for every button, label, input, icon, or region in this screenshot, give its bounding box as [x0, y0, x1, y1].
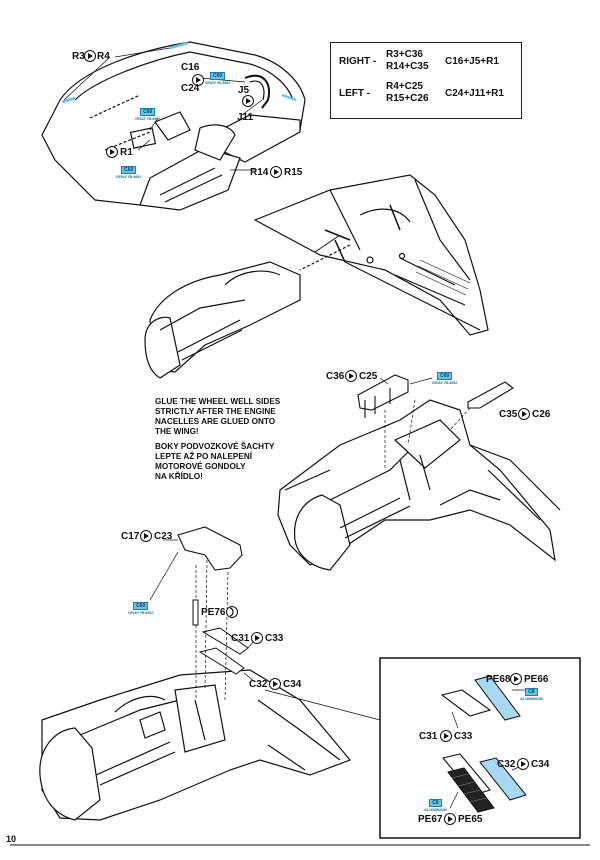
paint-swatch-c8-b: C8 ALUMINIUM	[424, 799, 447, 812]
label-r1: R1	[120, 147, 133, 158]
legend-left-parts: R4+C25 R15+C26	[386, 81, 429, 105]
note-line: THE WING!	[155, 427, 199, 436]
label-c31-detail: C31	[419, 731, 438, 742]
note-line: NACELLES ARE GLUED ONTO	[155, 417, 276, 426]
paint-name: GRAY RLM02	[128, 610, 154, 615]
paint-name: ALUMINIUM	[520, 696, 543, 701]
label-r3: R3	[72, 51, 85, 62]
note-line: NA KŘÍDLO!	[155, 472, 203, 481]
paint-code: C60	[121, 166, 137, 174]
note-line: MOTOROVÉ GONDOLY	[155, 462, 246, 471]
paint-code: C60	[140, 108, 156, 116]
legend-left-part-2: R15+C26	[386, 93, 429, 104]
note-line: BOKY PODVOZKOVÉ ŠACHTY	[155, 442, 275, 451]
paint-swatch-c60-e: C60 GRAY RLM02	[128, 602, 153, 615]
paint-code: C60	[210, 72, 226, 80]
label-j11: J11	[237, 112, 254, 123]
legend-right-part-2: R14+C35	[386, 61, 429, 72]
label-c31: C31	[231, 633, 250, 644]
label-c16: C16	[181, 62, 200, 73]
part-pe76	[192, 599, 199, 626]
paint-swatch-c60-b: C60 GRAY RLM02	[135, 108, 160, 121]
label-pe66: PE66	[524, 674, 549, 685]
label-c33-detail: C33	[454, 731, 473, 742]
paint-swatch-c60-a: C60 GRAY RLM02	[205, 72, 230, 85]
wing-nacelle-assembly	[144, 174, 489, 379]
wheel-well-assembly	[277, 399, 561, 571]
part-c35-c26	[467, 381, 514, 409]
legend-right-parts: R3+C36 R14+C35	[386, 49, 429, 73]
paint-name: GRAY RLM02	[432, 380, 458, 385]
warning-note-czech: BOKY PODVOZKOVÉ ŠACHTY LEPTE AŽ PO NALEP…	[155, 442, 335, 482]
paint-name: GRAY RLM02	[116, 174, 142, 179]
paint-code: C60	[437, 372, 453, 380]
label-c26: C26	[532, 409, 551, 420]
note-line: GLUE THE WHEEL WELL SIDES	[155, 397, 281, 406]
legend-left-part-1: R4+C25	[386, 81, 423, 92]
part-c17-c23	[177, 526, 243, 571]
label-c17: C17	[121, 531, 140, 542]
label-c24: C24	[181, 83, 200, 94]
label-r15: R15	[284, 167, 303, 178]
paint-code: C8	[525, 688, 538, 696]
paint-swatch-c8-a: C8 ALUMINIUM	[520, 688, 543, 701]
paint-name: ALUMINIUM	[424, 807, 447, 812]
label-c33: C33	[265, 633, 284, 644]
legend-left-result: C24+J11+R1	[445, 88, 504, 99]
nacelle-top-assembly	[41, 41, 306, 211]
paint-name: GRAY RLM02	[205, 80, 231, 85]
label-c35: C35	[499, 409, 518, 420]
label-r14: R14	[250, 167, 269, 178]
part-c36-c25	[357, 374, 409, 418]
part-c32-c34	[198, 647, 245, 675]
assembly-legend: RIGHT - R3+C36 R14+C35 C16+J5+R1 LEFT - …	[330, 42, 522, 119]
paint-name: GRAY RLM02	[135, 116, 161, 121]
legend-right-part-1: R3+C36	[386, 49, 423, 60]
label-c32: C32	[249, 679, 268, 690]
note-line: STRICTLY AFTER THE ENGINE	[155, 407, 276, 416]
legend-right-result: C16+J5+R1	[445, 56, 499, 67]
legend-right-side: RIGHT -	[339, 56, 377, 67]
detail-box	[379, 657, 581, 839]
label-r4: R4	[97, 51, 110, 62]
legend-left-side: LEFT -	[339, 88, 371, 99]
label-c34: C34	[283, 679, 302, 690]
label-c25: C25	[359, 371, 378, 382]
paint-swatch-c60-d: C60 GRAY RLM02	[432, 372, 457, 385]
paint-code: C8	[429, 799, 442, 807]
label-c23: C23	[154, 531, 173, 542]
label-c32-detail: C32	[497, 759, 516, 770]
label-c36: C36	[326, 371, 345, 382]
page-number: 10	[6, 834, 17, 844]
warning-note-english: GLUE THE WHEEL WELL SIDES STRICTLY AFTER…	[155, 397, 335, 437]
label-pe68: PE68	[486, 674, 511, 685]
label-c34-detail: C34	[531, 759, 550, 770]
nacelle-lower-assembly	[39, 669, 352, 821]
label-pe67: PE67	[418, 814, 443, 825]
label-pe76: PE76	[201, 607, 226, 618]
paint-swatch-c60-c: C60 GRAY RLM02	[116, 166, 141, 179]
label-j5: J5	[238, 85, 250, 96]
note-line: LEPTE AŽ PO NALEPENÍ	[155, 452, 253, 461]
label-pe65: PE65	[458, 814, 483, 825]
paint-code: C60	[133, 602, 149, 610]
